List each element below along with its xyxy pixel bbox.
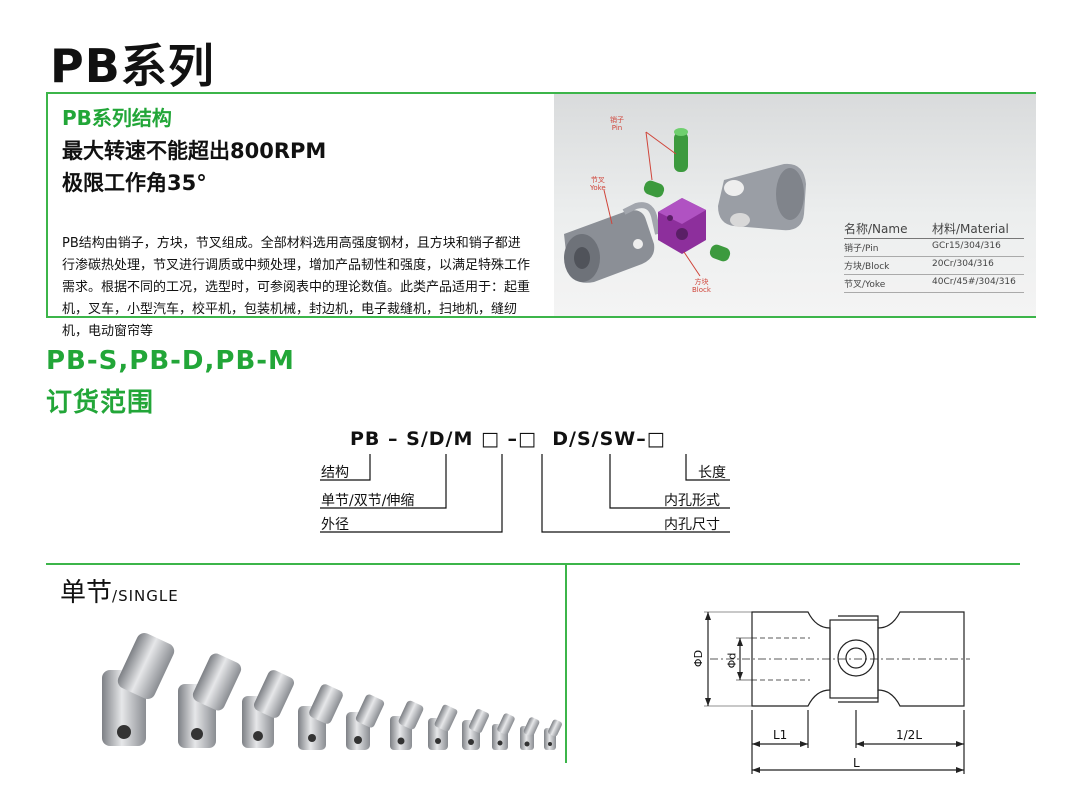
single-label-en: /SINGLE bbox=[112, 587, 179, 605]
order-range-heading: 订货范围 bbox=[46, 388, 155, 418]
section-divider bbox=[46, 563, 1020, 565]
cell-material: GCr15/304/316 bbox=[932, 241, 1001, 251]
short-pin-right-icon bbox=[709, 244, 731, 262]
structure-subtitle: PB系列结构 bbox=[62, 106, 172, 130]
material-table-header: 名称/Name 材料/Material bbox=[844, 220, 1024, 239]
coupling-icon bbox=[178, 653, 242, 748]
structure-text: PB系列结构 最大转速不能超出800RPM 极限工作角35° PB结构由销子，方… bbox=[62, 102, 542, 343]
label-structure: 结构 bbox=[321, 465, 349, 481]
single-label-cn: 单节 bbox=[60, 578, 113, 608]
section-vertical-divider bbox=[565, 563, 567, 763]
table-row: 方块/Block 20Cr/304/316 bbox=[844, 257, 1024, 275]
dim-L1: L1 bbox=[773, 728, 788, 742]
coupling-icon bbox=[242, 670, 295, 748]
dim-outer-diameter: ΦD bbox=[692, 649, 706, 668]
callout-block: 方块 Block bbox=[692, 278, 711, 294]
spec-max-angle: 极限工作角35° bbox=[62, 171, 207, 195]
table-row: 销子/Pin GCr15/304/316 bbox=[844, 239, 1024, 257]
short-pin-left-icon bbox=[643, 180, 665, 198]
callout-pin: 销子 Pin bbox=[610, 116, 624, 132]
header-material: 材料/Material bbox=[932, 222, 1009, 236]
order-code-leader-lines bbox=[320, 454, 730, 533]
block-icon bbox=[658, 198, 706, 254]
label-outer-diameter: 外径 bbox=[321, 517, 349, 533]
order-code: PB – S/D/M □ –□ D/S/SW–□ bbox=[350, 428, 666, 450]
dim-L: L bbox=[853, 756, 860, 770]
yoke-right-icon bbox=[718, 163, 806, 231]
dim-half-L: 1/2L bbox=[896, 728, 922, 742]
order-model-heading: PB-S,PB-D,PB-M bbox=[46, 346, 295, 376]
product-lineup-image bbox=[102, 632, 562, 750]
header-name: 名称/Name bbox=[844, 222, 908, 236]
exploded-view-image: 销子 Pin 节叉 Yoke 方块 Block 名称/Name 材料/Mater… bbox=[554, 94, 1036, 316]
coupling-icon bbox=[544, 719, 562, 750]
dimension-drawing bbox=[704, 611, 970, 774]
single-section-label: 单节/SINGLE bbox=[60, 572, 179, 609]
label-bore-shape: 内孔形式 bbox=[664, 493, 720, 509]
coupling-icon bbox=[492, 713, 515, 750]
coupling-icon bbox=[102, 632, 175, 746]
cell-name: 节叉/Yoke bbox=[844, 280, 886, 290]
material-table: 名称/Name 材料/Material 销子/Pin GCr15/304/316… bbox=[844, 220, 1024, 293]
exploded-joint-illustration bbox=[564, 128, 806, 283]
coupling-icon bbox=[428, 704, 458, 750]
structure-description: PB结构由销子，方块，节叉组成。全部材料选用高强度钢材，且方块和销子都进行渗碳热… bbox=[62, 236, 531, 339]
table-row: 节叉/Yoke 40Cr/45#/304/316 bbox=[844, 275, 1024, 293]
coupling-icon bbox=[346, 694, 385, 750]
coupling-icon bbox=[520, 717, 540, 750]
yoke-left-icon bbox=[564, 202, 661, 283]
coupling-icon bbox=[390, 700, 424, 750]
pin-icon bbox=[674, 128, 688, 172]
dim-bore-diameter: Φd bbox=[725, 652, 739, 669]
spec-max-speed: 最大转速不能超出800RPM bbox=[62, 139, 327, 163]
cell-material: 40Cr/45#/304/316 bbox=[932, 277, 1016, 287]
label-type: 单节/双节/伸缩 bbox=[321, 493, 415, 509]
cell-material: 20Cr/304/316 bbox=[932, 259, 994, 269]
cell-name: 销子/Pin bbox=[844, 244, 879, 254]
coupling-icon bbox=[462, 709, 490, 750]
cell-name: 方块/Block bbox=[844, 262, 890, 272]
page-title: PB系列 bbox=[50, 39, 215, 93]
label-length: 长度 bbox=[698, 465, 726, 481]
coupling-icon bbox=[298, 684, 343, 750]
callout-yoke: 节叉 Yoke bbox=[590, 176, 606, 192]
structure-box: PB系列结构 最大转速不能超出800RPM 极限工作角35° PB结构由销子，方… bbox=[46, 92, 1036, 339]
label-bore-size: 内孔尺寸 bbox=[664, 517, 720, 533]
